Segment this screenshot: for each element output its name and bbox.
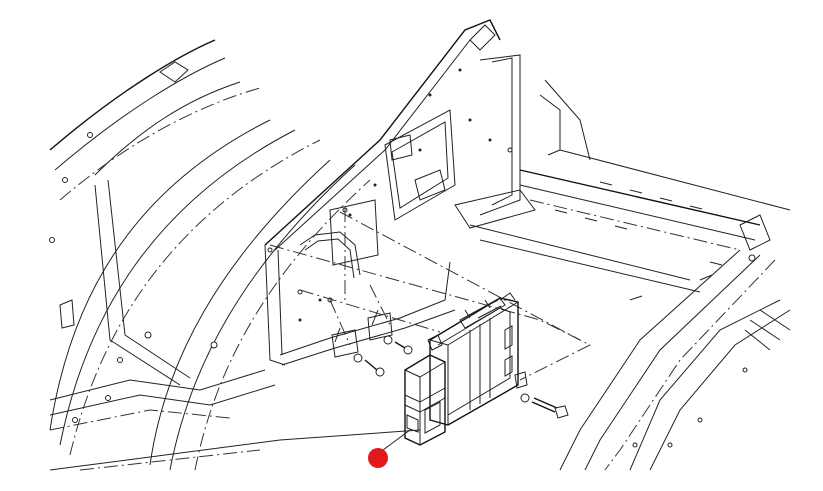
assembly-center-lines <box>269 208 592 381</box>
callout-1 <box>368 429 411 468</box>
control-module <box>404 292 528 446</box>
rear-panel <box>264 19 591 366</box>
callout-marker <box>368 448 388 468</box>
frame-rails <box>469 149 791 471</box>
module-bolt <box>520 393 569 419</box>
floor-crossmember <box>49 429 421 471</box>
bracket-bolts <box>353 335 413 377</box>
left-fender-panel <box>49 39 371 471</box>
mounting-brackets <box>329 284 393 358</box>
